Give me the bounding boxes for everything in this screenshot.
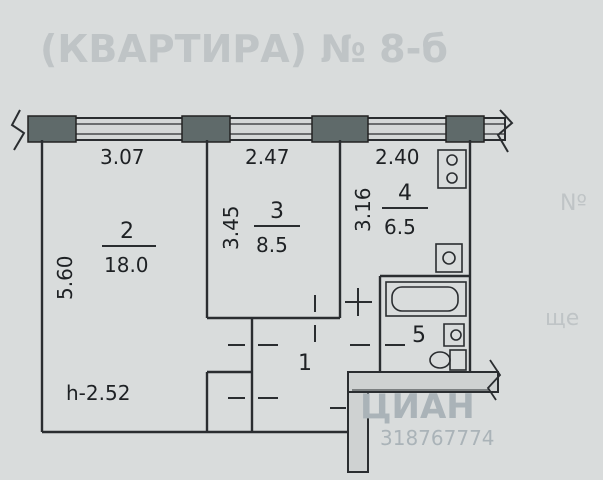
watermark-id: 318767774 — [380, 426, 495, 450]
side-text-2: ще — [545, 306, 579, 331]
room-3-area: 8.5 — [256, 233, 288, 257]
wall-break-right — [496, 109, 514, 153]
stair-wall — [347, 359, 502, 473]
room-4-area: 6.5 — [384, 215, 416, 239]
room-1-number: 1 — [298, 351, 312, 376]
dim-room4-width: 2.40 — [375, 145, 420, 169]
ceiling-height: h-2.52 — [66, 381, 130, 405]
bathtub-icon — [385, 281, 467, 317]
exterior-wall-top — [29, 117, 506, 141]
window-1 — [27, 115, 77, 143]
toilet-icon — [429, 349, 467, 371]
room-3-number: 3 — [270, 199, 284, 224]
dim-room3-width: 2.47 — [245, 145, 290, 169]
dim-room3-height: 3.45 — [219, 205, 243, 250]
room-4-number: 4 — [398, 181, 412, 206]
dim-room4-height: 3.16 — [351, 187, 375, 232]
washbasin-icon — [443, 323, 465, 347]
room-2-area: 18.0 — [104, 253, 149, 277]
door-marks — [228, 288, 405, 409]
watermark-brand: ЦИАН — [360, 387, 475, 427]
dim-room2-width: 3.07 — [100, 145, 145, 169]
side-text-1: Nº — [560, 191, 587, 216]
room-2-number: 2 — [120, 219, 134, 244]
walls — [40, 140, 472, 434]
header-text: (КВАРТИРА) № 8-б — [40, 27, 448, 71]
wall-break-left — [10, 109, 26, 151]
room-5-number: 5 — [412, 323, 426, 348]
window-3 — [311, 115, 369, 143]
sink-icon — [435, 243, 463, 273]
window-4 — [445, 115, 485, 143]
dim-room2-height: 5.60 — [53, 255, 77, 300]
stove-icon — [437, 149, 467, 189]
window-2 — [181, 115, 231, 143]
